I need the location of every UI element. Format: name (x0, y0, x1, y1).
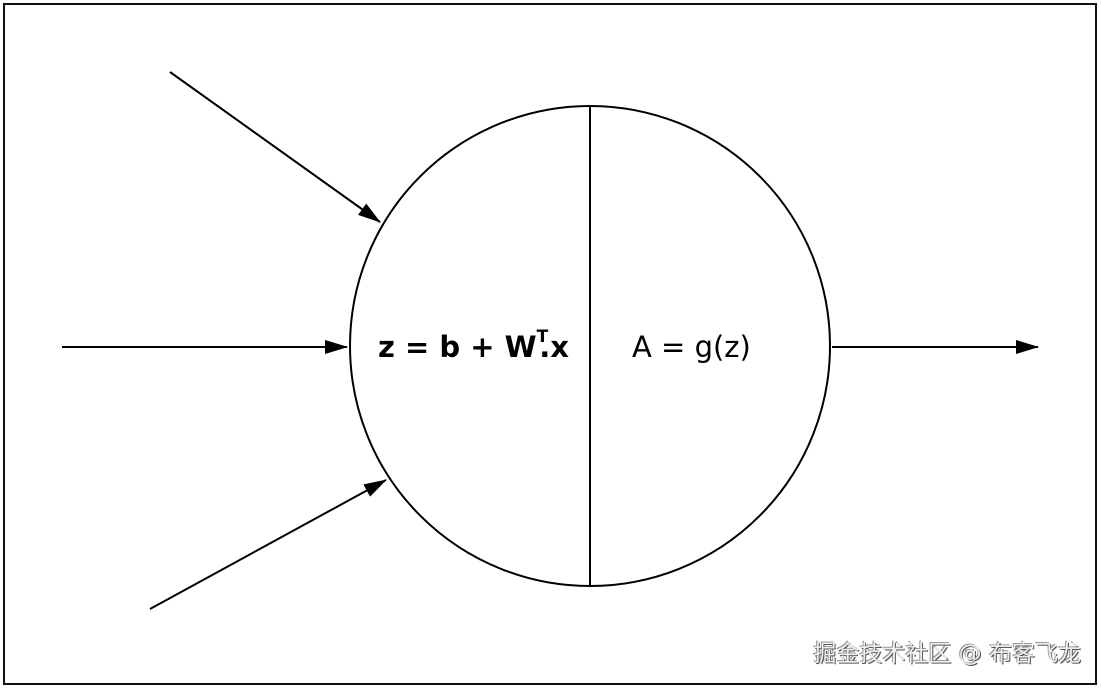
input-arrow-bottom (149, 479, 387, 610)
frame-border (3, 3, 1097, 685)
activation-equation: A = g(z) (632, 330, 751, 364)
input-arrow-top (169, 71, 381, 223)
watermark: 掘金技术社区 @ 布客飞龙 (813, 641, 1081, 667)
linear-equation: z = b + WT.x (378, 327, 569, 364)
